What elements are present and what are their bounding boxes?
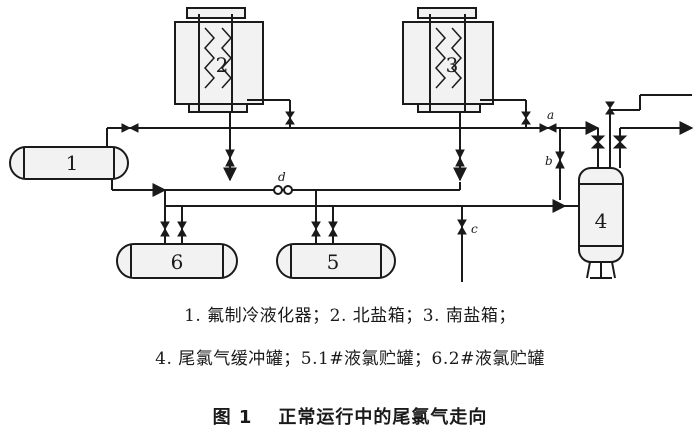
valve-d-label: d: [278, 170, 286, 184]
process-flow-diagram: 1 2 3 4 5 6 a b c d: [9, 7, 694, 282]
figure-number: 图 1: [212, 407, 253, 428]
north-drain-valve[interactable]: [225, 149, 235, 167]
condenser-vessel: [9, 146, 129, 180]
valve-d[interactable]: [273, 185, 283, 195]
buffer-tank-label: 4: [595, 209, 608, 233]
valve-a[interactable]: [539, 123, 557, 133]
legend-line-2: 4. 尾氯气缓冲罐；5.1#液氯贮罐；6.2#液氯贮罐: [155, 349, 545, 369]
tank6-valve-right[interactable]: [177, 221, 187, 237]
tank5-valve-left[interactable]: [311, 221, 321, 237]
liquid-storage-2-label: 6: [171, 250, 184, 274]
buffer-tank: [578, 167, 624, 279]
liquid-storage-1-label: 5: [327, 250, 340, 274]
tank4-inlet-valve[interactable]: [590, 135, 606, 149]
legend-line-1: 1. 氟制冷液化器；2. 北盐箱；3. 南盐箱；: [184, 306, 516, 326]
south-drain-valve[interactable]: [455, 149, 465, 167]
figure-title: 正常运行中的尾氯气走向: [278, 407, 488, 428]
liquid-storage-tank-2: [116, 243, 238, 279]
south-brine-box: [402, 7, 526, 113]
north-brine-box: [174, 7, 290, 113]
north-vent-valve[interactable]: [285, 111, 295, 125]
vent-valve[interactable]: [605, 101, 615, 115]
tank5-valve-right[interactable]: [328, 221, 338, 237]
south-vent-valve[interactable]: [521, 111, 531, 125]
figure-caption: 图 1 正常运行中的尾氯气走向: [0, 403, 700, 429]
valve-c[interactable]: [457, 219, 467, 235]
condenser-label: 1: [66, 151, 79, 175]
valve-b[interactable]: [555, 151, 565, 169]
valve-b-label: b: [545, 154, 553, 168]
tank4-outlet-valve[interactable]: [612, 135, 628, 149]
header-valve[interactable]: [121, 123, 139, 133]
valve-c-label: c: [471, 222, 478, 236]
tank6-valve-left[interactable]: [160, 221, 170, 237]
north-brine-box-label: 2: [216, 53, 229, 77]
liquid-storage-tank-1: [276, 243, 396, 279]
south-brine-box-label: 3: [446, 53, 459, 77]
valve-a-label: a: [547, 108, 554, 122]
